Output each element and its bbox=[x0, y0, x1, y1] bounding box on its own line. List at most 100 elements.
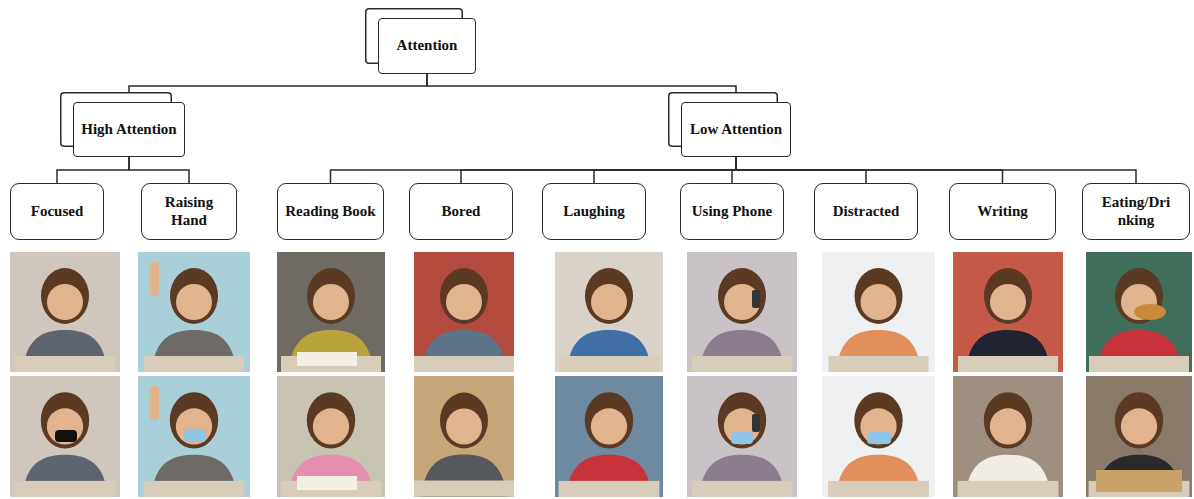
raised-hand bbox=[150, 386, 159, 420]
student-figure bbox=[15, 268, 115, 372]
category-box: Low Attention bbox=[681, 102, 791, 157]
student-photo bbox=[687, 252, 797, 372]
student-photo bbox=[555, 376, 663, 497]
photo-ground bbox=[277, 376, 385, 497]
tree-connector bbox=[594, 157, 736, 183]
student-figure bbox=[829, 268, 929, 372]
class-box: Writing bbox=[949, 183, 1056, 240]
student-figure bbox=[414, 268, 514, 372]
class-box: Reading Book bbox=[277, 183, 384, 240]
node-label: Focused bbox=[31, 203, 84, 220]
student-photo bbox=[414, 252, 514, 372]
student-figure bbox=[281, 392, 382, 497]
node-label: Bored bbox=[442, 203, 481, 220]
face-mask bbox=[55, 430, 77, 442]
book bbox=[297, 352, 357, 366]
photo-ground bbox=[1086, 376, 1192, 497]
photo-ground bbox=[414, 376, 514, 497]
student-photo bbox=[953, 376, 1063, 497]
student-figure bbox=[958, 392, 1059, 497]
student-figure bbox=[692, 268, 792, 372]
student-photo bbox=[953, 252, 1063, 372]
tree-connector bbox=[461, 157, 736, 183]
student-figure bbox=[559, 268, 659, 372]
photo-ground bbox=[555, 252, 663, 372]
raised-hand bbox=[150, 262, 159, 296]
student-photo bbox=[138, 376, 250, 497]
face-mask bbox=[731, 432, 753, 444]
student-photo bbox=[687, 376, 797, 497]
student-figure bbox=[692, 392, 793, 497]
student-photo bbox=[822, 252, 935, 372]
class-box: Distracted bbox=[814, 183, 918, 240]
student-photo bbox=[138, 252, 250, 372]
photo-ground bbox=[414, 252, 514, 372]
node-label: Laughing bbox=[563, 203, 625, 220]
photo-ground bbox=[555, 376, 663, 497]
student-photo bbox=[277, 252, 385, 372]
student-figure bbox=[281, 268, 381, 372]
photo-ground bbox=[953, 252, 1063, 372]
photo-ground bbox=[10, 376, 120, 497]
student-photo bbox=[414, 376, 514, 497]
student-figure bbox=[15, 392, 116, 497]
photo-ground bbox=[138, 252, 250, 372]
class-box: Bored bbox=[409, 183, 513, 240]
node-label: Using Phone bbox=[692, 203, 772, 220]
node-label: Low Attention bbox=[690, 121, 782, 138]
student-figure bbox=[1089, 392, 1190, 497]
student-figure bbox=[559, 392, 660, 497]
tree-connector bbox=[427, 74, 736, 102]
student-photo bbox=[822, 376, 935, 497]
student-figure bbox=[958, 268, 1058, 372]
student-figure bbox=[1089, 268, 1189, 372]
student-photo bbox=[1086, 376, 1192, 497]
food-tray bbox=[1096, 470, 1182, 492]
node-label: Attention bbox=[397, 37, 458, 54]
node-label: Raising Hand bbox=[147, 194, 231, 229]
node-label: Writing bbox=[977, 203, 1028, 220]
tree-connector bbox=[129, 74, 427, 102]
photo-ground bbox=[822, 252, 935, 372]
face-mask bbox=[867, 432, 891, 444]
phone bbox=[752, 414, 760, 432]
photo-ground bbox=[953, 376, 1063, 497]
photo-ground bbox=[138, 376, 250, 497]
node-label: Distracted bbox=[833, 203, 900, 220]
phone bbox=[752, 290, 760, 308]
food bbox=[1134, 304, 1166, 320]
student-photo bbox=[277, 376, 385, 497]
tree-connector bbox=[331, 157, 737, 183]
class-box: Eating/Dri nking bbox=[1082, 183, 1190, 240]
photo-ground bbox=[687, 376, 797, 497]
category-box: High Attention bbox=[73, 102, 185, 157]
node-label: Eating/Dri nking bbox=[1088, 194, 1184, 229]
photo-ground bbox=[687, 252, 797, 372]
class-box: Using Phone bbox=[680, 183, 784, 240]
student-photo bbox=[1086, 252, 1192, 372]
student-photo bbox=[10, 252, 120, 372]
node-label: Reading Book bbox=[285, 203, 375, 220]
student-figure bbox=[828, 392, 929, 497]
photo-ground bbox=[10, 252, 120, 372]
tree-connector bbox=[736, 157, 1136, 183]
node-label: High Attention bbox=[81, 121, 176, 138]
photo-ground bbox=[822, 376, 935, 497]
tree-connector bbox=[57, 157, 129, 183]
class-box: Laughing bbox=[542, 183, 646, 240]
class-box: Focused bbox=[10, 183, 104, 240]
photo-ground bbox=[277, 252, 385, 372]
book bbox=[297, 476, 357, 490]
tree-connector bbox=[129, 157, 189, 183]
student-photo bbox=[10, 376, 120, 497]
class-box: Raising Hand bbox=[141, 183, 237, 240]
photo-ground bbox=[1086, 252, 1192, 372]
root-box: Attention bbox=[378, 18, 476, 74]
student-figure bbox=[414, 393, 514, 497]
student-photo bbox=[555, 252, 663, 372]
face-mask bbox=[184, 430, 206, 442]
